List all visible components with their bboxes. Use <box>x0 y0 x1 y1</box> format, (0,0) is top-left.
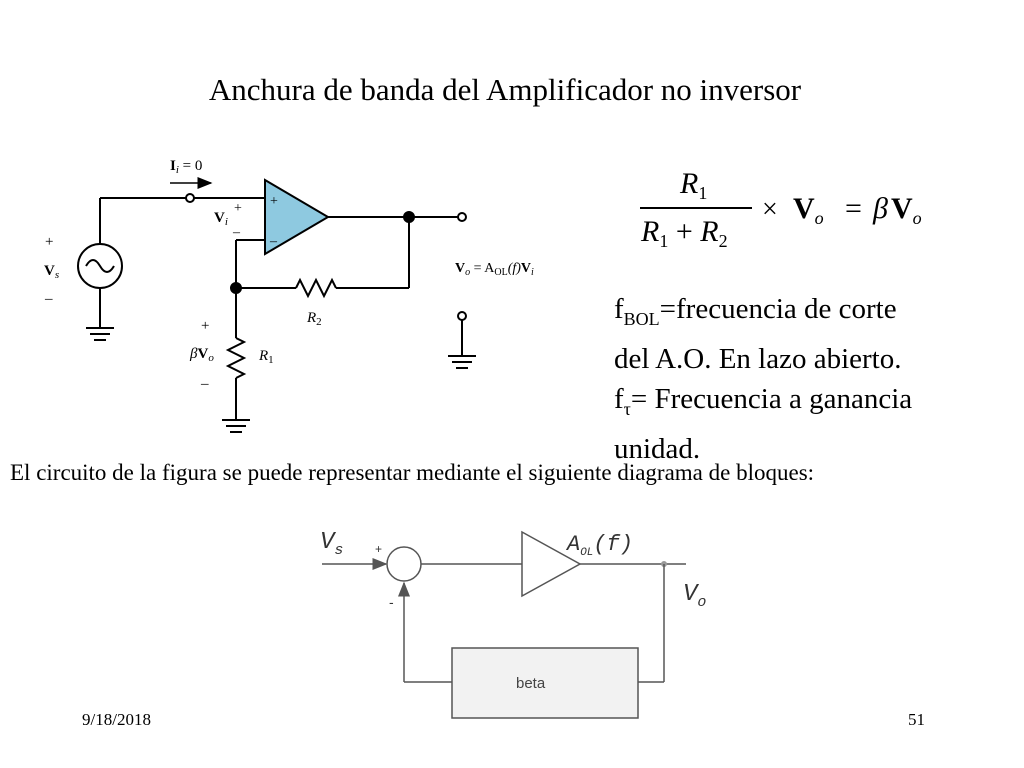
opamp-triangle <box>264 178 330 256</box>
opamp-plus: + <box>270 194 278 209</box>
ground-terminal <box>457 311 467 321</box>
vo-equation: Vo = AOL(f)Vi <box>455 261 534 278</box>
vi-label: Vi <box>214 210 228 228</box>
footer-date: 9/18/2018 <box>82 710 151 729</box>
summing-junction <box>386 546 422 582</box>
note-line-fbol: fBOL=frecuencia de corte <box>614 289 912 339</box>
vs-minus: – <box>44 291 53 307</box>
equals-sign: = <box>845 192 862 225</box>
note-text: = Frecuencia a ganancia <box>630 382 913 415</box>
formula-denominator: R1 + R2 <box>640 215 728 251</box>
note-sub-tau: τ <box>623 398 631 419</box>
block-aol-label: AOL(f) <box>565 532 633 559</box>
formula-bvo: Vo <box>891 192 922 228</box>
block-vs-label: Vs <box>320 529 343 559</box>
note-text: =frecuencia de corte <box>659 293 897 325</box>
vi-plus: + <box>234 201 242 216</box>
ground-icon <box>222 419 250 433</box>
vs-plus: + <box>45 234 53 250</box>
block-diagram-caption: El circuito de la figura se puede repres… <box>10 460 815 485</box>
times-sign: × <box>762 194 778 225</box>
opamp-minus: – <box>269 234 278 249</box>
note-f: f <box>614 293 624 325</box>
vs-label: Vs <box>44 263 59 281</box>
beta-formula: R1 R1 + R2 × Vo = β Vo <box>640 167 922 251</box>
beta-block-label: beta <box>516 675 546 692</box>
opamp-circuit <box>77 177 476 433</box>
sine-icon <box>85 259 115 273</box>
r1-label: R1 <box>258 348 274 366</box>
note-f: f <box>614 382 624 415</box>
r2-label: R2 <box>306 310 322 328</box>
ii-label: Ii = 0 <box>170 158 202 176</box>
block-vo-label: Vo <box>683 581 706 611</box>
block-plus: + <box>375 542 382 556</box>
bvo-label: βVo <box>189 346 214 364</box>
bvo-minus: – <box>200 376 209 392</box>
beta-block <box>451 647 639 719</box>
block-minus: - <box>389 594 394 610</box>
vi-minus: – <box>232 225 241 240</box>
formula-vo: Vo <box>793 192 824 228</box>
note-sub-bol: BOL <box>623 308 660 329</box>
note-line-4: unidad. <box>614 432 701 465</box>
bvo-plus: + <box>201 318 209 334</box>
output-terminal <box>457 212 467 222</box>
note-line-2: del A.O. En lazo abierto. <box>614 342 902 375</box>
input-terminal <box>185 193 195 203</box>
resistor-r2 <box>295 277 337 299</box>
frequency-notes: fBOL=frecuencia de corte del A.O. En laz… <box>614 289 912 469</box>
block-diagram <box>322 530 686 719</box>
footer-page-number: 51 <box>908 710 925 729</box>
formula-beta: β <box>872 192 888 225</box>
note-line-ft: fτ= Frecuencia a ganancia <box>614 379 912 429</box>
aol-amplifier <box>521 530 582 598</box>
ground-icon <box>86 327 114 341</box>
resistor-r1 <box>225 337 247 379</box>
ground-icon <box>448 355 476 369</box>
slide-title: Anchura de banda del Amplificador no inv… <box>208 72 802 107</box>
formula-numerator: R1 <box>679 167 707 203</box>
